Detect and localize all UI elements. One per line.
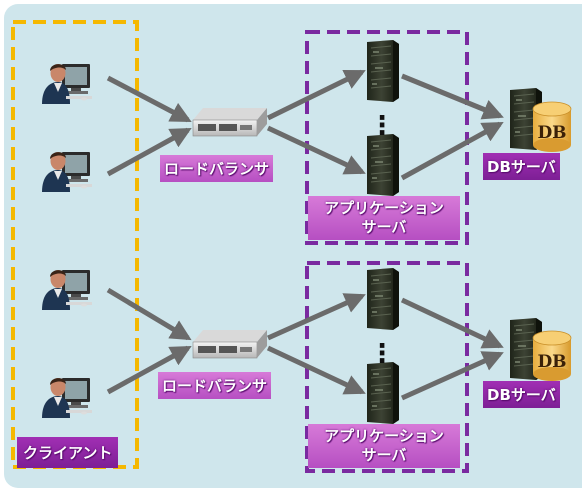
app-server-label-bottom: アプリケーション サーバ bbox=[308, 424, 460, 468]
app-server-rack-icon bbox=[366, 133, 400, 197]
server-ellipsis-top: ⋮ bbox=[369, 111, 395, 141]
server-ellipsis-bottom: ⋮ bbox=[369, 339, 395, 369]
arrow-app3-to-db2 bbox=[400, 297, 504, 349]
arrow-lb1-to-app2 bbox=[266, 125, 366, 175]
arrow-lb1-to-app1 bbox=[266, 69, 366, 121]
client-computer-icon bbox=[42, 152, 92, 192]
app-server-rack-icon bbox=[366, 267, 400, 331]
arrow-client1-to-lb1 bbox=[106, 75, 192, 123]
db-badge: DB bbox=[537, 352, 566, 372]
load-balancer-label-top: ロードバランサ bbox=[160, 155, 274, 182]
arrow-lb2-to-app3 bbox=[266, 293, 366, 341]
load-balancer-icon bbox=[192, 329, 268, 359]
arrow-app4-to-db2 bbox=[400, 351, 504, 401]
app-server-label-line1: アプリケーション bbox=[324, 427, 444, 445]
arrow-app1-to-db1 bbox=[401, 73, 504, 120]
app-server-label-line2: サーバ bbox=[361, 218, 407, 236]
load-balancer-icon bbox=[192, 107, 268, 137]
arrow-client2-to-lb1 bbox=[106, 127, 192, 177]
client-label: クライアント bbox=[17, 437, 119, 468]
load-balancer-label-bottom: ロードバランサ bbox=[158, 372, 272, 399]
client-computer-icon bbox=[42, 270, 92, 310]
arrow-client3-to-lb2 bbox=[106, 287, 192, 341]
db-server-label-bottom: DBサーバ bbox=[483, 381, 560, 408]
app-server-rack-icon bbox=[366, 361, 400, 425]
db-server-label-top: DBサーバ bbox=[483, 153, 560, 180]
app-server-rack-icon bbox=[366, 39, 400, 103]
app-server-label-line2: サーバ bbox=[361, 446, 407, 464]
arrow-lb2-to-app4 bbox=[266, 345, 366, 395]
client-computer-icon bbox=[42, 64, 92, 104]
db-badge: DB bbox=[537, 123, 566, 143]
arrow-app2-to-db1 bbox=[400, 121, 504, 181]
app-group-frame-top bbox=[305, 30, 469, 245]
app-server-label-line1: アプリケーション bbox=[324, 199, 444, 217]
client-computer-icon bbox=[42, 378, 92, 418]
app-server-label-top: アプリケーション サーバ bbox=[308, 196, 460, 240]
arrow-client4-to-lb2 bbox=[106, 345, 192, 395]
